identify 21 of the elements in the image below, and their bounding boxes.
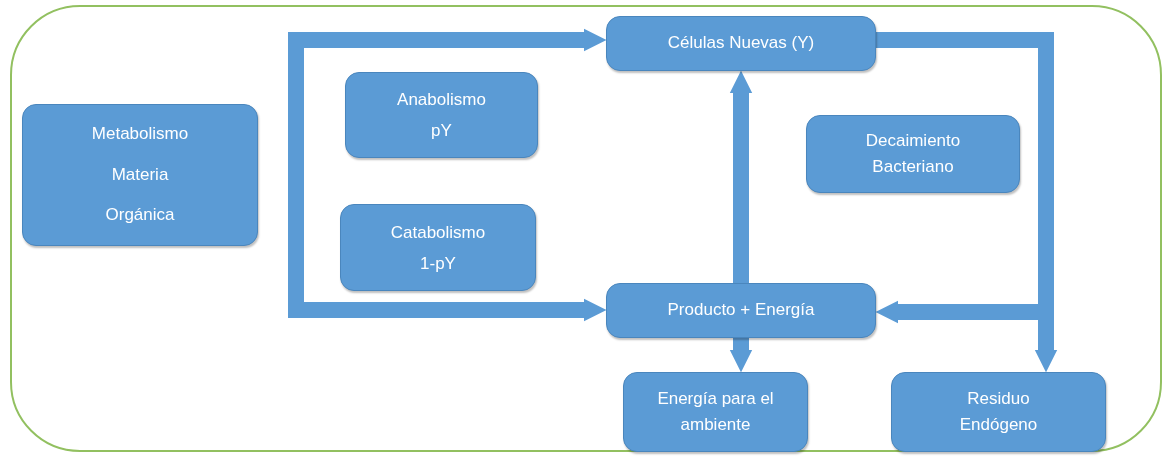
frame-border [10, 5, 1162, 452]
process-box [606, 16, 876, 71]
box-label: Producto + Energía [667, 299, 815, 322]
process-box [623, 372, 808, 452]
box-label: Catabolismo [390, 223, 486, 241]
box-label: Anabolismo [397, 91, 486, 108]
box-label: Energía para el ambiente [656, 387, 775, 436]
box-label: Residuo Endógeno [958, 387, 1039, 436]
process-box [340, 204, 536, 291]
process-box [606, 283, 876, 338]
arrow [729, 70, 753, 283]
box-label: Decaimiento Bacteriano [864, 129, 962, 178]
process-box [891, 372, 1106, 452]
box-label: pY [431, 122, 452, 139]
process-box [22, 104, 258, 246]
box-label: Células Nuevas (Y) [667, 32, 815, 55]
box-label: 1-pY [420, 254, 456, 272]
process-box [806, 115, 1020, 193]
arrow [729, 336, 753, 373]
process-box [345, 72, 538, 158]
box-label: Metabolismo Materia Orgánica [90, 122, 190, 227]
